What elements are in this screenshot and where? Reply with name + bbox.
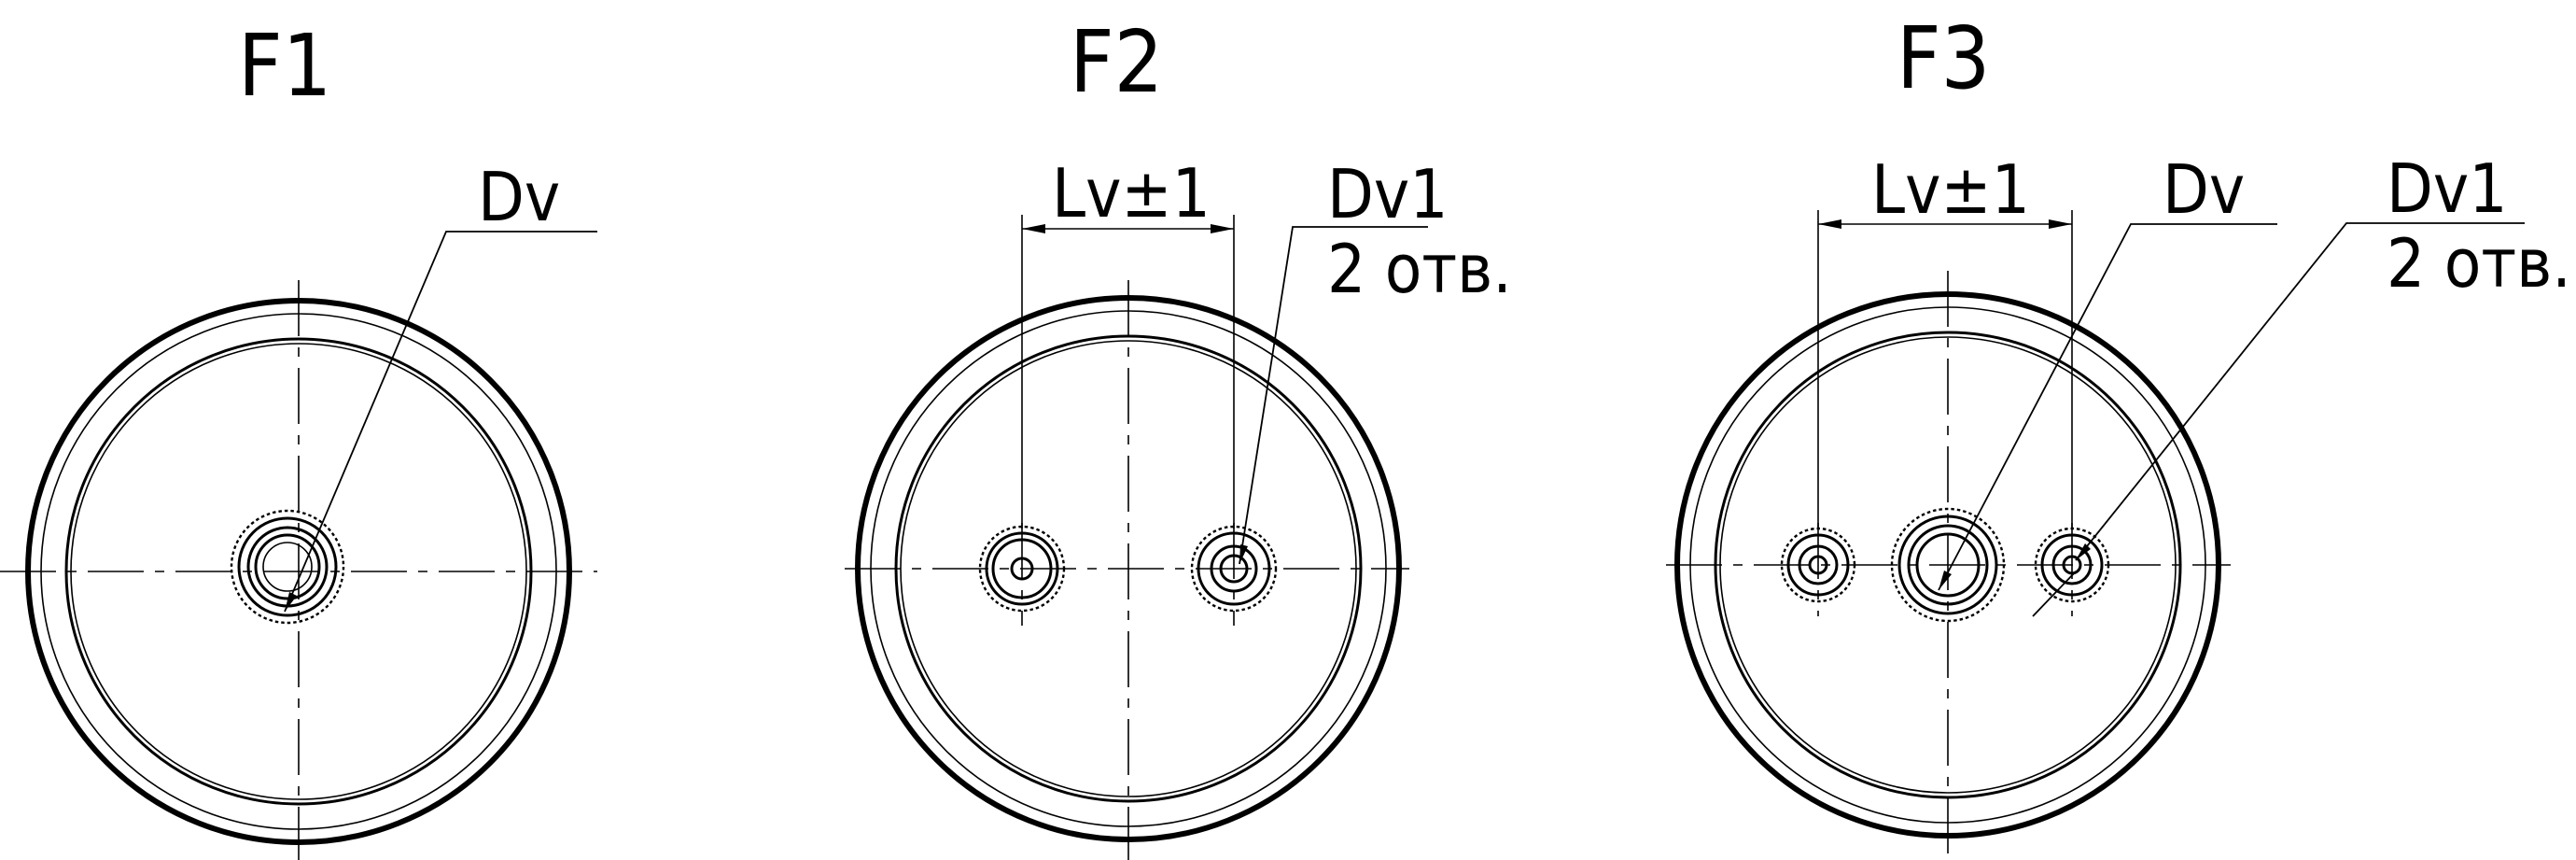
view-title: F3 <box>1897 8 1990 108</box>
can-outer-circle <box>855 295 1402 842</box>
terminal-ring <box>254 533 321 600</box>
label-holes: 2 отв. <box>2387 224 2571 303</box>
can-inner-circle-2 <box>900 340 1357 797</box>
leader-arrowhead <box>285 592 297 612</box>
view-f1: F1 Dv <box>0 16 597 860</box>
terminal-knurl <box>230 509 345 625</box>
terminal-ring <box>1915 532 1981 598</box>
terminal-hole <box>1219 554 1249 584</box>
terminal-ring <box>1798 544 1839 585</box>
terminal-hole <box>262 542 313 592</box>
leader-arrowhead <box>1239 544 1248 564</box>
can-inner-circle-2 <box>1719 336 2177 794</box>
terminal-hole <box>1010 557 1034 581</box>
terminal-knurl <box>978 525 1066 613</box>
terminal-right <box>1190 523 1278 626</box>
label-dv: Dv <box>2163 150 2245 229</box>
terminal-left <box>1780 523 1856 616</box>
can-inner-circle-2 <box>70 343 527 800</box>
terminal-ring <box>1210 544 1258 593</box>
terminal-hole <box>1808 555 1828 575</box>
can-inner-circle <box>894 334 1363 803</box>
can-inner-circle <box>64 337 533 806</box>
terminal-ring <box>2040 533 2104 597</box>
terminal-center <box>1890 507 2006 623</box>
leader-line-dv <box>1938 223 2277 591</box>
terminal-knurl <box>1190 525 1278 613</box>
leader-line-dv1-tail <box>2032 571 2077 617</box>
label-holes: 2 отв. <box>1327 230 1512 308</box>
terminal-ring <box>1897 515 1998 615</box>
terminal-ring <box>991 538 1053 599</box>
leader-line-dv <box>284 231 597 613</box>
view-title: F1 <box>238 16 331 116</box>
can-rim-circle <box>1689 306 2206 824</box>
leader-arrowhead <box>1939 571 1952 590</box>
can-outer-circle <box>25 298 572 845</box>
terminal-ring <box>1786 533 1850 597</box>
terminal-knurl <box>1890 507 2006 623</box>
view-f3: F3 <box>1666 8 2571 860</box>
dimension-lv: Lv±1 <box>1021 154 1235 529</box>
dimension-arrow <box>1818 219 1841 229</box>
terminal <box>230 509 345 625</box>
terminal-ring <box>1907 524 1989 606</box>
label-dv: Dv <box>478 158 560 236</box>
terminal-ring <box>2051 544 2093 585</box>
leader-line-dv1 <box>2075 222 2525 561</box>
dimension-lv: Lv±1 <box>1817 150 2073 529</box>
label-dv1: Dv1 <box>1327 155 1448 233</box>
can-rim-circle <box>870 310 1387 827</box>
terminal-ring <box>985 531 1059 606</box>
leader-arrowhead <box>2076 543 2091 560</box>
terminal-ring <box>1197 531 1271 606</box>
label-lv: Lv±1 <box>1871 150 2030 229</box>
can-outer-circle <box>1674 291 2221 839</box>
can-rim-circle <box>40 313 557 830</box>
terminal-hole <box>2062 555 2082 575</box>
dimension-arrow <box>1211 224 1234 233</box>
dimension-arrow <box>2049 219 2072 229</box>
dimension-arrow <box>1022 224 1045 233</box>
view-title: F2 <box>1070 12 1163 112</box>
terminal-ring <box>237 516 338 617</box>
can-inner-circle <box>1714 331 2182 799</box>
label-dv1: Dv1 <box>2387 149 2507 228</box>
label-lv: Lv±1 <box>1052 154 1211 233</box>
leader-line-dv1 <box>1239 226 1428 565</box>
view-f2: F2 Lv±1 <box>845 12 1512 860</box>
terminal-left <box>978 523 1066 626</box>
